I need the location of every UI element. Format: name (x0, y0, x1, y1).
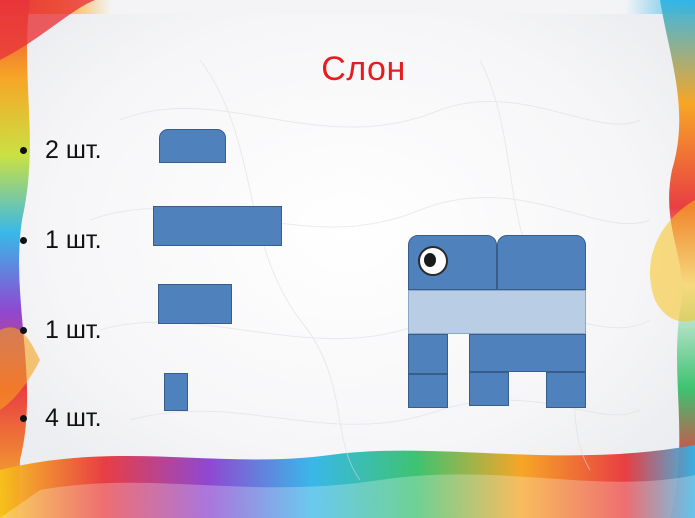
slide-title: Слон (0, 50, 695, 89)
list-item: 1 шт. (20, 226, 102, 255)
elephant-belly-brick (469, 334, 586, 372)
elephant-body-brick (408, 290, 586, 334)
arch-brick-piece (159, 129, 226, 163)
elephant-leg-brick (469, 372, 509, 406)
elephant-leg-brick (546, 372, 586, 408)
slide-title-text: Слон (321, 50, 406, 88)
list-item: 1 шт. (20, 316, 102, 345)
elephant-trunk-brick (408, 334, 448, 374)
small-brick-piece (164, 373, 188, 411)
bullet-icon (20, 147, 27, 154)
list-item-label: 1 шт. (45, 226, 102, 254)
medium-brick-piece (158, 284, 232, 324)
list-item-label: 1 шт. (45, 316, 102, 344)
list-item: 4 шт. (20, 404, 102, 433)
long-brick-piece (153, 206, 282, 246)
bullet-icon (20, 415, 27, 422)
list-item: 2 шт. (20, 136, 102, 165)
bullet-icon (20, 237, 27, 244)
elephant-leg-brick (408, 374, 448, 408)
list-item-label: 4 шт. (45, 404, 102, 432)
list-item-label: 2 шт. (45, 136, 102, 164)
elephant-pupil (424, 253, 436, 267)
elephant-back-brick (497, 235, 586, 290)
bullet-icon (20, 327, 27, 334)
